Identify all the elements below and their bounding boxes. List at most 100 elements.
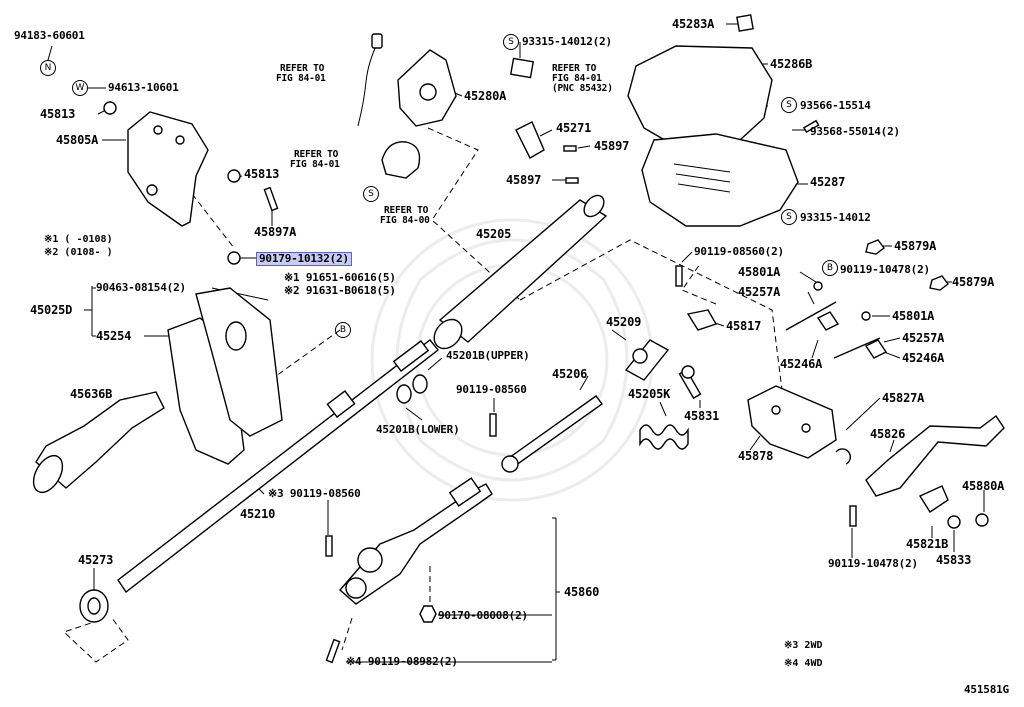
marker-s-2: S	[363, 186, 379, 202]
note-4-4wd: ※4 4WD	[784, 658, 823, 669]
grommet-45879a-1	[865, 239, 885, 255]
screw-93568	[802, 119, 820, 134]
plate-45821b	[918, 485, 949, 513]
ring-45201b-upper	[412, 374, 428, 394]
label-93566-15514: 93566-15514	[800, 99, 871, 112]
ring-45201b-lower	[396, 384, 412, 404]
note-1: ※1 ( -0108)	[44, 234, 113, 245]
label-90119-08560: 90119-08560	[456, 383, 527, 396]
label-45833: 45833	[936, 553, 972, 567]
refer-fig-84-00-line2: FIG 84-00	[380, 215, 430, 226]
label-90463-08154: 90463-08154(2)	[96, 281, 186, 294]
grommet-45879a-2	[929, 275, 949, 291]
label-45205k: 45205K	[628, 387, 671, 401]
bolt-90119-08560-lower	[325, 535, 333, 557]
spring-45205k	[639, 424, 689, 450]
label-45897-c: 45897	[506, 173, 542, 187]
bracket-45271	[515, 121, 545, 159]
label-45257a-2: 45257A	[902, 331, 945, 345]
label-45210: 45210	[240, 507, 276, 521]
label-90170-08008: 90170-08008(2)	[438, 609, 528, 622]
marker-n: N	[40, 60, 56, 76]
marker-s-1: S	[503, 34, 519, 50]
label-93315-14012-2: 93315-14012(2)	[522, 35, 612, 48]
nut-90170	[419, 605, 437, 623]
label-45205: 45205	[476, 227, 512, 241]
lever-45826	[865, 414, 1005, 497]
label-45813-b: 45813	[244, 167, 280, 181]
label-45206: 45206	[552, 367, 588, 381]
label-45880a: 45880A	[962, 479, 1005, 493]
shaft-45210	[117, 339, 439, 594]
note-2: ※2 (0108- )	[44, 247, 113, 258]
refer-pnc-85432: (PNC 85432)	[552, 83, 613, 94]
label-45271: 45271	[556, 121, 592, 135]
label-90119-08560-2wd: ※3 90119-08560	[268, 487, 361, 500]
screw-45897-1	[563, 145, 577, 152]
clip-45801a-2	[861, 311, 871, 321]
label-45805a: 45805A	[56, 133, 99, 147]
label-45273: 45273	[78, 553, 114, 567]
nut-90179	[227, 251, 241, 265]
label-45801a-2: 45801A	[892, 309, 935, 323]
label-45801a-1: 45801A	[738, 265, 781, 279]
label-45813-a: 45813	[40, 107, 76, 121]
label-45860: 45860	[564, 585, 600, 599]
label-45831: 45831	[684, 409, 720, 423]
label-90119-10478: 90119-10478(2)	[828, 557, 918, 570]
label-94613-10601: 94613-10601	[108, 81, 179, 94]
refer-fig-84-01-a-line1: REFER TO	[280, 63, 325, 74]
label-93568-55014: 93568-55014(2)	[810, 125, 900, 138]
bracket-45817	[686, 309, 718, 331]
label-45879a-1: 45879A	[894, 239, 937, 253]
u-joint-45209	[624, 339, 670, 381]
label-94183-60601: 94183-60601	[14, 29, 85, 42]
bolt-90119-10478	[849, 505, 857, 527]
refer-fig-84-01-c-line1: REFER TO	[552, 63, 597, 74]
refer-fig-84-01-b-line1: REFER TO	[294, 149, 339, 160]
label-45257a-1: 45257A	[738, 285, 781, 299]
label-45826: 45826	[870, 427, 906, 441]
shaft-45206	[505, 395, 603, 469]
cable-45257a-2	[833, 337, 881, 359]
label-45025d: 45025D	[30, 303, 73, 317]
bolt-45897a	[263, 186, 279, 212]
label-45201b-lower: 45201B(LOWER)	[376, 423, 460, 436]
label-45280a: 45280A	[464, 89, 507, 103]
label-45283a: 45283A	[672, 17, 715, 31]
cable-45257a-1	[785, 301, 837, 331]
boot-45636b	[35, 391, 165, 489]
refer-fig-84-01-a-line2: FIG 84-01	[276, 73, 326, 84]
cover-45025d	[195, 287, 283, 437]
screw-45897-2	[565, 177, 579, 184]
label-45254: 45254	[96, 329, 132, 343]
label-45879a-2: 45879A	[952, 275, 995, 289]
label-45287: 45287	[810, 175, 846, 189]
label-45246a-1: 45246A	[780, 357, 823, 371]
cover-45286b	[627, 45, 773, 151]
label-91631-b0618: ※2 91631-B0618(5)	[284, 284, 396, 297]
marker-w: W	[72, 80, 88, 96]
bolt-90119-08982	[325, 638, 341, 664]
label-90179-10132-highlighted[interactable]: 90179-10132(2)	[256, 252, 352, 266]
shaft-45860	[339, 483, 493, 605]
label-45817: 45817	[726, 319, 762, 333]
nut-45813b	[227, 169, 241, 183]
lock-cylinder	[381, 141, 421, 179]
label-45897-b: 45897	[594, 139, 630, 153]
label-45897a: 45897A	[254, 225, 297, 239]
label-45827a: 45827A	[882, 391, 925, 405]
plug-45283a	[736, 14, 754, 32]
label-90119-08982: ※4 90119-08982(2)	[346, 655, 458, 668]
leader-lines	[47, 23, 985, 663]
refer-fig-84-01-c-line2: FIG 84-01	[552, 73, 602, 84]
label-45878: 45878	[738, 449, 774, 463]
clip-45801a-1	[813, 281, 823, 291]
cover-45287	[641, 133, 799, 227]
bracket-45878	[747, 385, 837, 459]
label-45209: 45209	[606, 315, 642, 329]
bracket-45805a	[127, 111, 209, 227]
bolt-90119-08560	[489, 413, 497, 437]
nut-45833	[947, 515, 961, 529]
